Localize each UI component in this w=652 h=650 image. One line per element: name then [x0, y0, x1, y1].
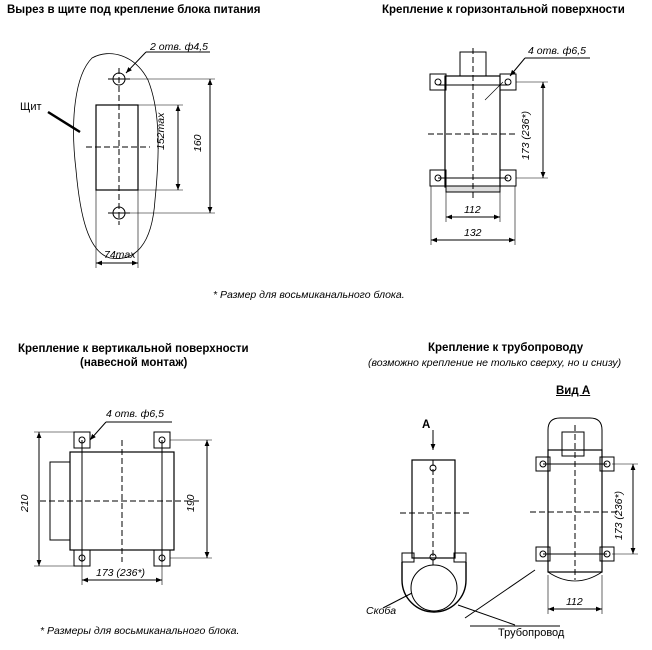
- cutout-drawing: [47, 51, 215, 268]
- horizontal-title: Крепление к горизонтальной поверхности: [382, 4, 625, 16]
- note-top: * Размер для восьмиканального блока.: [213, 289, 405, 301]
- horizontal-tab-tl: [429, 73, 447, 91]
- vertical-holes-dim: 4 отв. ф6,5: [106, 408, 165, 420]
- arrow-a-label: А: [422, 419, 431, 431]
- cutout-160-dim: 160: [192, 134, 204, 152]
- horizontal-holes-dim: 4 отв. ф6,5: [528, 45, 587, 57]
- horizontal-tab-tr: [499, 73, 517, 91]
- pipe-circle: [410, 564, 458, 612]
- view-a-title: Вид А: [556, 385, 591, 397]
- bracket-label: Скоба: [366, 605, 397, 617]
- pipe-label: Трубопровод: [498, 627, 565, 639]
- pipe-173-dim: 173 (236*): [613, 490, 625, 540]
- shield-label: Щит: [20, 101, 42, 113]
- horizontal-132-dim: 132: [464, 227, 482, 239]
- cutout-74-dim: 74max: [104, 249, 136, 261]
- cutout-152-dim: 152max: [155, 112, 167, 150]
- pipe-title-line2: (возможно крепление не только сверху, но…: [368, 357, 622, 369]
- vertical-drawing: [34, 421, 212, 585]
- vertical-190-dim: 190: [185, 494, 197, 512]
- vertical-title-line2: (навесной монтаж): [80, 357, 188, 369]
- cutout-title: Вырез в щите под крепление блока питания: [7, 4, 261, 16]
- pipe-112-dim: 112: [566, 596, 583, 608]
- note-bottom: * Размеры для восьмиканального блока.: [40, 625, 240, 637]
- horizontal-tab-bl: [429, 169, 447, 187]
- pipe-drawing: [382, 417, 638, 627]
- bracket-shape: [401, 562, 467, 613]
- horizontal-173-dim: 173 (236*): [520, 110, 532, 160]
- pipe-title-line1: Крепление к трубопроводу: [428, 342, 584, 354]
- horizontal-112-dim: 112: [464, 204, 481, 216]
- vertical-title-line1: Крепление к вертикальной поверхности: [18, 343, 249, 355]
- vertical-210-dim: 210: [19, 494, 31, 512]
- horizontal-drawing: [428, 48, 590, 245]
- vertical-173-dim: 173 (236*): [96, 567, 146, 579]
- cutout-holes-dim: 2 отв. ф4,5: [150, 41, 209, 53]
